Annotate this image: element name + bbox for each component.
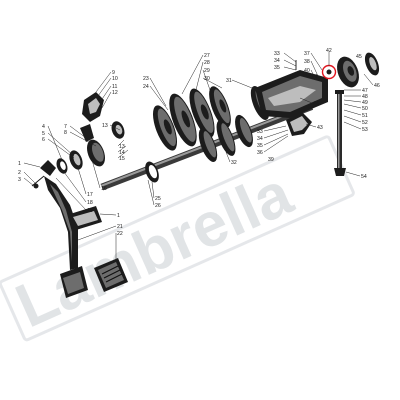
label-52: 52 bbox=[362, 120, 368, 126]
label-47: 47 bbox=[362, 88, 368, 94]
kickstart-lever bbox=[31, 160, 102, 298]
label-29: 29 bbox=[204, 68, 210, 74]
label-53: 53 bbox=[362, 127, 368, 133]
label-48: 48 bbox=[362, 94, 368, 100]
label-5: 5 bbox=[42, 131, 45, 137]
label-21: 21 bbox=[117, 224, 123, 230]
label-41: 41 bbox=[312, 74, 318, 80]
label-4: 4 bbox=[42, 124, 45, 130]
label-13: 13 bbox=[102, 123, 108, 129]
label-34: 34 bbox=[257, 136, 263, 142]
label-13b: 13 bbox=[119, 144, 125, 150]
label-44: 44 bbox=[313, 101, 319, 107]
label-11: 11 bbox=[112, 84, 117, 90]
label-54: 54 bbox=[361, 174, 367, 180]
label-27: 27 bbox=[204, 53, 210, 59]
label-34-top: 34 bbox=[274, 58, 280, 64]
label-14: 14 bbox=[119, 150, 125, 156]
label-22: 22 bbox=[117, 231, 123, 237]
label-39: 39 bbox=[268, 157, 274, 163]
label-1-lower: 1 bbox=[117, 213, 120, 219]
label-28: 28 bbox=[204, 60, 210, 66]
label-51: 51 bbox=[362, 113, 368, 119]
gear-housing bbox=[255, 70, 328, 118]
label-35-top: 35 bbox=[274, 65, 280, 71]
part-labels: 1 2 3 4 5 6 7 8 9 10 11 12 13 13 14 15 1… bbox=[18, 48, 380, 237]
label-45: 45 bbox=[356, 54, 362, 60]
label-31: 31 bbox=[226, 78, 232, 84]
label-32: 32 bbox=[231, 160, 237, 166]
label-35: 35 bbox=[257, 143, 263, 149]
label-17: 17 bbox=[87, 192, 93, 198]
bearing-ring bbox=[145, 161, 159, 183]
label-26: 26 bbox=[155, 203, 161, 209]
label-15: 15 bbox=[119, 156, 125, 162]
label-38: 38 bbox=[304, 59, 310, 65]
label-40: 40 bbox=[304, 68, 310, 74]
label-2: 2 bbox=[18, 170, 21, 176]
label-50: 50 bbox=[362, 106, 368, 112]
label-9: 9 bbox=[112, 70, 115, 76]
leader-lines bbox=[23, 52, 374, 260]
selector-fork bbox=[286, 60, 312, 136]
label-30: 30 bbox=[204, 76, 210, 82]
label-43: 43 bbox=[317, 125, 323, 131]
selector-rod bbox=[334, 90, 346, 176]
label-46: 46 bbox=[374, 83, 380, 89]
label-16: 16 bbox=[101, 186, 107, 192]
output-flange bbox=[321, 52, 380, 88]
label-8: 8 bbox=[64, 130, 67, 136]
label-42: 42 bbox=[326, 48, 332, 54]
label-18: 18 bbox=[87, 200, 93, 206]
input-assembly bbox=[56, 92, 125, 174]
label-12: 12 bbox=[112, 90, 118, 96]
label-3: 3 bbox=[18, 177, 21, 183]
label-49: 49 bbox=[362, 100, 368, 106]
label-1: 1 bbox=[18, 161, 21, 167]
label-19: 19 bbox=[87, 208, 93, 214]
label-25: 25 bbox=[155, 196, 161, 202]
label-7: 7 bbox=[64, 124, 67, 130]
label-10: 10 bbox=[112, 76, 118, 82]
label-6: 6 bbox=[42, 137, 45, 143]
label-33-top: 33 bbox=[274, 51, 280, 57]
label-37: 37 bbox=[304, 51, 310, 57]
pedal-rubber bbox=[94, 258, 128, 292]
label-23: 23 bbox=[143, 76, 149, 82]
label-33: 33 bbox=[257, 129, 263, 135]
label-24: 24 bbox=[143, 84, 149, 90]
gear-cluster bbox=[152, 86, 270, 162]
label-36: 36 bbox=[257, 150, 263, 156]
